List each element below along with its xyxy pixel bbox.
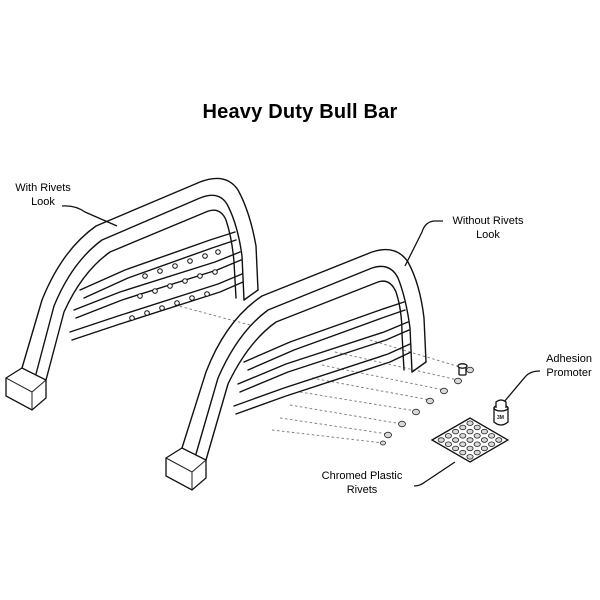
sheet-rivet [459,441,467,447]
main-tube-inner [35,194,245,375]
main-tube-outer [181,248,427,449]
sheet-rivet [452,428,460,435]
label-with-rivets-look: With Rivets Look [8,181,78,209]
label-chromed-plastic-rivets: Chromed Plastic Rivets [310,469,414,497]
sheet-rivet [473,433,481,439]
sheet-rivet [452,445,460,452]
leader-chromed [413,461,456,487]
sheet-rivet [495,437,503,443]
sheet-rivet [466,428,474,435]
loose-rivets [380,363,474,446]
label-line-2: Look [31,196,55,208]
sheet-rivet [452,437,460,443]
adhesion-promoter-bottle: 3M [493,399,509,426]
sheet-rivet [437,437,445,443]
rivet-sheet [430,417,510,463]
bottle-brand-mark: 3M [497,415,504,421]
leader-lines [61,205,541,487]
sheet-rivet [488,441,496,447]
sheet-rivet [444,441,452,447]
sheet-rivet [473,449,481,456]
label-line-1: With Rivets [15,182,71,194]
label-line-2: Promoter [546,367,592,379]
leader-without-rivets [404,220,443,267]
diagram-title: Heavy Duty Bull Bar [202,101,398,123]
sheet-rivet [466,420,474,426]
leader-adhesion [503,370,541,403]
bull-bar-with-rivets [5,177,259,411]
label-line-1: Without Rivets [452,215,524,227]
sheet-rivet [473,441,481,447]
label-line-1: Adhesion [546,353,592,365]
label-line-1: Chromed Plastic [321,470,403,482]
sheet-rivet [480,428,488,435]
main-tube-outer [21,177,259,369]
sheet-rivet [480,437,488,443]
label-adhesion-promoter: Adhesion Promoter [541,352,597,380]
bull-bar-without-rivets [165,248,427,491]
sheet-rivet [466,445,474,452]
sheet-rivet [488,433,496,439]
label-line-2: Look [476,229,500,241]
sheet-rivet [459,449,467,456]
rivet-detail [457,363,468,376]
sheet-rivet [459,433,467,439]
main-tube-inner [195,265,413,455]
leader-with-rivets [61,205,118,227]
sheet-rivet [459,424,467,431]
sheet-rivet [444,433,452,439]
sheet-rivet [480,445,488,452]
sheet-rivet [473,424,481,431]
sheet-rivet [466,454,474,460]
rivet-holes [129,249,221,321]
label-without-rivets-look: Without Rivets Look [438,214,538,242]
label-line-2: Rivets [346,484,378,496]
sheet-rivet [466,437,474,443]
